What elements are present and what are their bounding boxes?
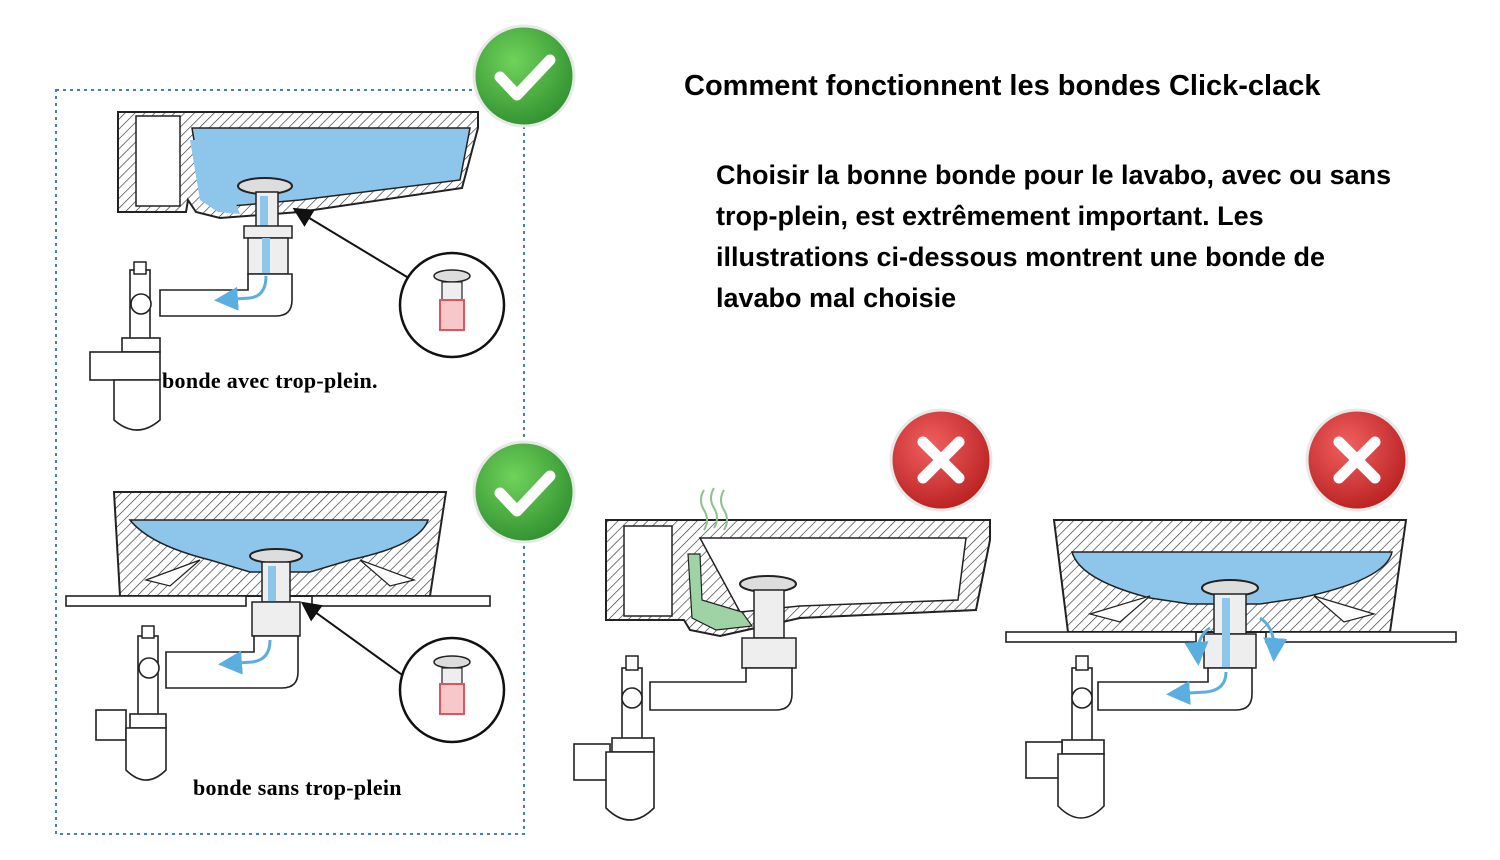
- cross-icon: [889, 408, 993, 512]
- caption-with-overflow: bonde avec trop-plein.: [162, 368, 378, 393]
- cross-icon: [1305, 408, 1409, 512]
- page-title: Comment fonctionnent les bondes Click-cl…: [684, 70, 1321, 102]
- check-icon: [472, 440, 576, 544]
- sink-wrong-drain-stagnant: [573, 487, 991, 821]
- caption-without-overflow: bonde sans trop-plein: [193, 775, 402, 800]
- sink-wrong-drain-leak: [1005, 519, 1457, 819]
- check-icon: [472, 24, 576, 128]
- intro-text: Choisir la bonne bonde pour le lavabo, a…: [716, 160, 1392, 313]
- sink-without-overflow: [65, 491, 506, 781]
- sink-with-overflow: [89, 111, 506, 431]
